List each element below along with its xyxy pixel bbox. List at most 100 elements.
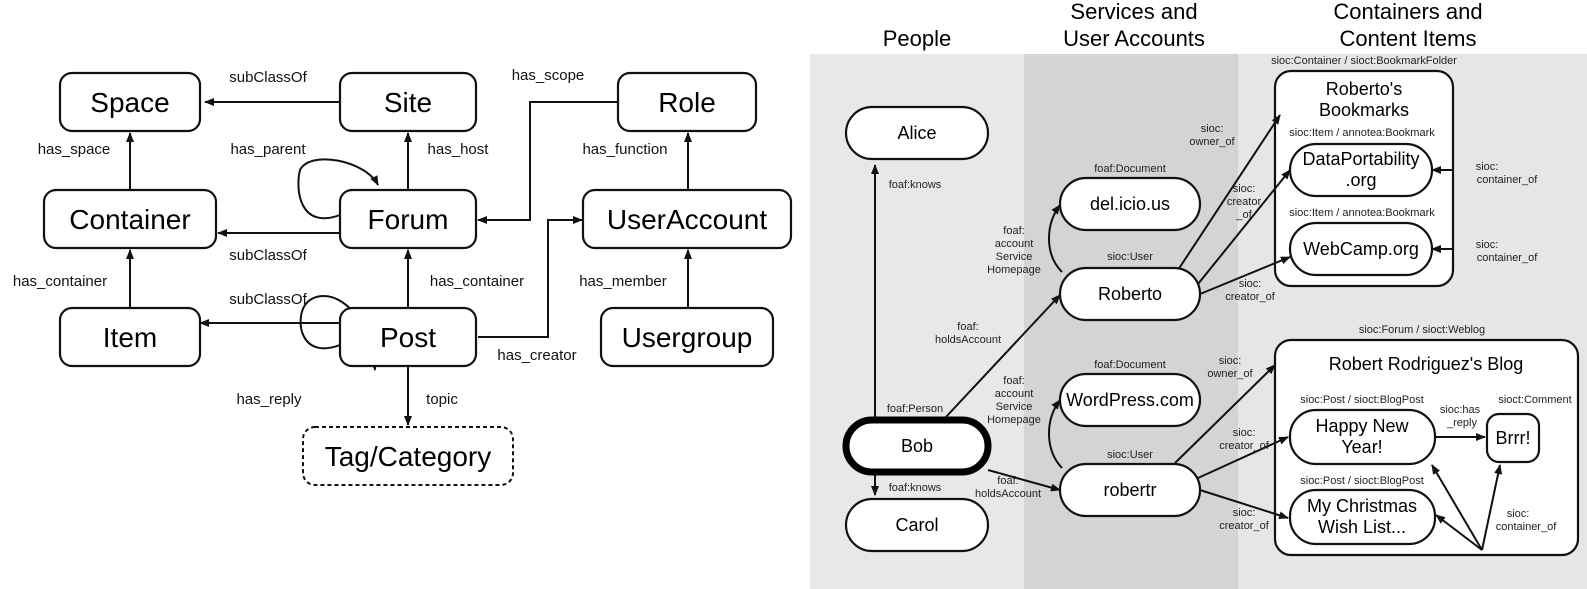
node-useraccount-label: UserAccount <box>607 204 768 235</box>
node-wish-line2: Wish List... <box>1318 517 1406 537</box>
edge-forum-parent <box>297 158 379 220</box>
type-bookmark-2: sioc:Item / annotea:Bookmark <box>1289 207 1435 219</box>
edge-label-holds-2-line2: holdsAccount <box>975 488 1041 500</box>
label-topic: topic <box>426 391 458 408</box>
edge-label-owner-2-line2: owner_of <box>1207 368 1253 380</box>
edge-label-owner-1-line1: sioc: <box>1201 123 1224 135</box>
node-role-label: Role <box>658 87 716 118</box>
edge-label-container-1-line1: sioc: <box>1476 161 1499 173</box>
node-happy-line1: Happy New <box>1315 416 1409 436</box>
node-wordpress-label: WordPress.com <box>1066 390 1194 410</box>
edge-label-owner-2-line1: sioc: <box>1219 355 1242 367</box>
node-happy-new-year: Happy New Year! <box>1288 408 1437 466</box>
label-has-reply: has_reply <box>236 391 302 408</box>
type-weblog: sioc:Forum / sioct:Weblog <box>1359 324 1485 336</box>
label-subclassof-forum: subClassOf <box>229 247 307 264</box>
node-bob-label: Bob <box>901 436 933 456</box>
edge-label-holds-1-line2: holdsAccount <box>935 334 1001 346</box>
node-space: Space <box>58 71 202 133</box>
edge-label-creator-2-line2: creator_of <box>1225 291 1275 303</box>
edge-label-owner-1-line2: owner_of <box>1189 136 1235 148</box>
node-brrr-label: Brrr! <box>1496 428 1531 448</box>
label-has-function: has_function <box>582 141 667 158</box>
label-has-host: has_host <box>428 141 490 158</box>
edge-forum-role <box>477 101 618 224</box>
edge-robertr-blog <box>1174 364 1276 464</box>
edge-robertr-wordpress <box>1048 399 1063 469</box>
edge-label-container-1-line2: container_of <box>1477 174 1538 186</box>
column-header-containers-line2: Content Items <box>1340 26 1477 51</box>
node-role: Role <box>616 71 758 133</box>
type-blogpost-2: sioc:Post / sioct:BlogPost <box>1300 475 1424 487</box>
edge-label-acct-2-line4: Homepage <box>987 414 1041 426</box>
label-subclassof-site: subClassOf <box>229 69 307 86</box>
edge-label-has-reply-line1: sioc:has <box>1440 404 1481 416</box>
edge-label-holds-1-line1: foaf: <box>957 321 978 333</box>
edge-label-has-reply-line2: _reply <box>1446 417 1477 429</box>
type-blogpost-1: sioc:Post / sioct:BlogPost <box>1300 394 1424 406</box>
node-robertr-label: robertr <box>1103 480 1156 500</box>
node-post-label: Post <box>380 322 436 353</box>
label-has-parent: has_parent <box>230 141 306 158</box>
node-happy-line2: Year! <box>1341 437 1382 457</box>
node-forum-label: Forum <box>368 204 449 235</box>
type-sioc-user-1: sioc:User <box>1107 251 1153 263</box>
edge-label-creator-4-line1: sioc: <box>1233 507 1256 519</box>
node-brrr: Brrr! <box>1485 412 1541 464</box>
node-delicious-label: del.icio.us <box>1090 194 1170 214</box>
edge-label-acct-2-line3: Service <box>996 401 1033 413</box>
node-forum: Forum <box>338 188 478 250</box>
node-dataportability-line1: DataPortability <box>1302 149 1419 169</box>
edge-label-container-3-line2: container_of <box>1496 521 1557 533</box>
node-item: Item <box>58 306 202 368</box>
edge-robertr-wish <box>1199 489 1289 520</box>
label-has-creator: has_creator <box>497 347 576 364</box>
label-has-space: has_space <box>38 141 111 158</box>
column-header-people: People <box>883 26 952 51</box>
type-foaf-person: foaf:Person <box>887 403 943 415</box>
edge-roberto-webcamp <box>1199 256 1291 295</box>
edge-bob-roberto <box>944 294 1061 419</box>
node-robertr: robertr <box>1058 462 1202 518</box>
type-bookmark-1: sioc:Item / annotea:Bookmark <box>1289 127 1435 139</box>
edge-label-acct-1-line4: Homepage <box>987 264 1041 276</box>
edge-blog-happy <box>1431 464 1483 551</box>
edge-label-creator-1-line3: _of <box>1235 209 1252 221</box>
node-bob: Bob <box>842 416 992 476</box>
edge-bob-robertr <box>987 469 1061 492</box>
edge-label-container-3-line1: sioc: <box>1507 508 1530 520</box>
type-foaf-document-1: foaf:Document <box>1094 163 1166 175</box>
type-bookmark-folder: sioc:Container / sioct:BookmarkFolder <box>1271 55 1457 67</box>
edge-label-creator-4-line2: creator_of <box>1219 520 1269 532</box>
node-webcamp: WebCamp.org <box>1288 221 1434 277</box>
node-item-label: Item <box>103 322 157 353</box>
edge-label-holds-2-line1: foaf: <box>997 475 1018 487</box>
node-space-label: Space <box>90 87 169 118</box>
edge-label-acct-1-line2: account <box>995 238 1034 250</box>
edge-label-acct-2-line2: account <box>995 388 1034 400</box>
node-alice: Alice <box>844 105 990 161</box>
label-subclassof-post: subClassOf <box>229 291 307 308</box>
node-dataportability: DataPortability .org <box>1288 142 1434 198</box>
sioc-instance-diagram: People Services and User Accounts Contai… <box>810 0 1587 589</box>
node-container: Container <box>42 188 218 250</box>
node-bookmarks-line1: Roberto's <box>1326 79 1402 99</box>
type-foaf-document-2: foaf:Document <box>1094 359 1166 371</box>
label-has-member: has_member <box>579 273 667 290</box>
node-christmas-wish-list: My Christmas Wish List... <box>1288 488 1437 546</box>
node-usergroup-label: Usergroup <box>622 322 753 353</box>
edge-label-knows-carol: foaf:knows <box>889 482 942 494</box>
type-comment: sioct:Comment <box>1498 394 1571 406</box>
label-has-container-mid: has_container <box>430 273 524 290</box>
node-wordpress: WordPress.com <box>1058 372 1202 428</box>
node-container-label: Container <box>69 204 190 235</box>
edge-label-creator-3-line1: sioc: <box>1233 427 1256 439</box>
edge-label-acct-1-line3: Service <box>996 251 1033 263</box>
edge-roberto-bookmarks <box>1177 114 1281 271</box>
edge-blog-wish <box>1435 514 1483 551</box>
node-webcamp-label: WebCamp.org <box>1303 239 1419 259</box>
edge-label-knows-alice: foaf:knows <box>889 179 942 191</box>
node-site-label: Site <box>384 87 432 118</box>
node-roberto-label: Roberto <box>1098 284 1162 304</box>
edge-label-creator-1-line1: sioc: <box>1233 183 1256 195</box>
